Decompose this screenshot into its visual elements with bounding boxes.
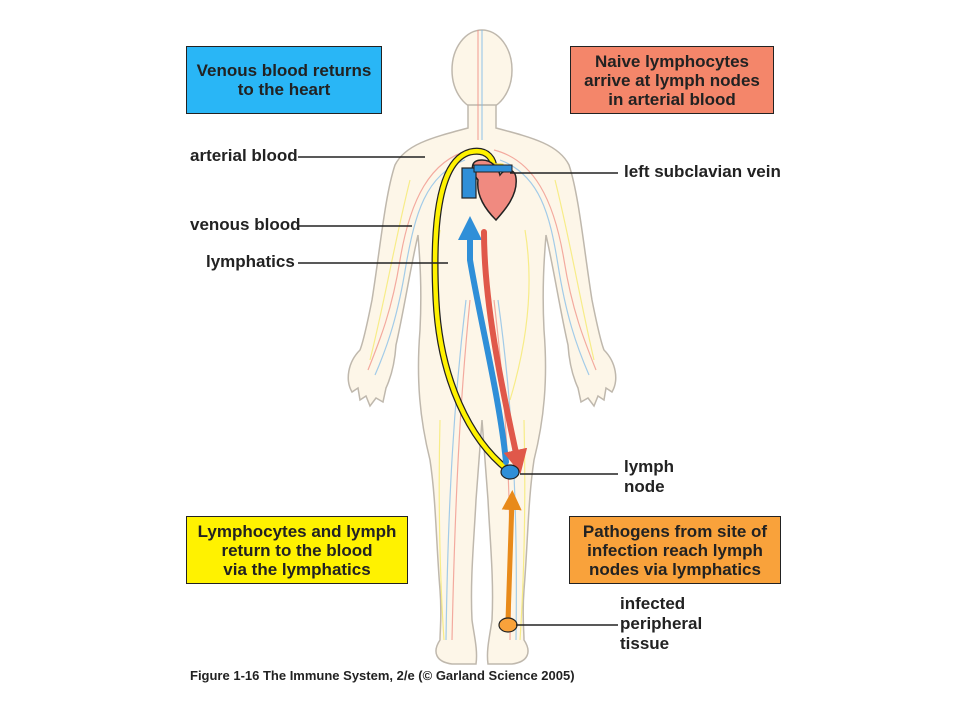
arterial-blood-label: arterial blood [190,146,298,165]
main-pathways [431,147,528,623]
naive-lymphocytes-box: Naive lymphocytes arrive at lymph nodes … [570,46,774,114]
lymph-node-marker [500,464,520,480]
pathogens-box-text: Pathogens from site of infection reach l… [582,521,768,579]
infected-peripheral-tissue-label: infected peripheral tissue [620,594,703,653]
infected-tissue-marker [498,617,518,633]
left-subclavian-vein-label: left subclavian vein [624,162,781,181]
lymphocytes-return-box-text: Lymphocytes and lymph return to the bloo… [197,521,397,579]
lymphocytes-return-box: Lymphocytes and lymph return to the bloo… [186,516,408,584]
figure-caption: Figure 1-16 The Immune System, 2/e (© Ga… [190,668,575,683]
pathogens-box: Pathogens from site of infection reach l… [569,516,781,584]
venous-blood-box-text: Venous blood returns to the heart [196,61,372,99]
heart [461,159,517,222]
venous-blood-box: Venous blood returns to the heart [186,46,382,114]
venous-blood-label: venous blood [190,215,301,234]
leader-lines [298,156,618,626]
lymph-node-label: lymph node [624,457,675,496]
lymphatics-label: lymphatics [206,252,295,271]
naive-lymphocytes-box-text: Naive lymphocytes arrive at lymph nodes … [584,51,760,109]
